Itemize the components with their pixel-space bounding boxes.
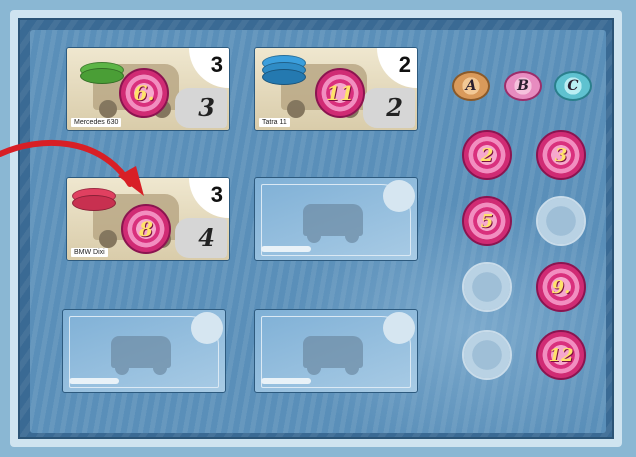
engine-number: 2 — [386, 93, 403, 122]
value-disk[interactable]: 12 — [536, 330, 586, 380]
empty-disk-slot[interactable] — [462, 262, 512, 312]
car-silhouette-icon — [303, 204, 363, 236]
slot-corner-circle — [191, 312, 223, 344]
car-name-label: BMW Dixi — [71, 248, 108, 257]
slot-corner-circle — [383, 180, 415, 212]
car-name-label: Mercedes 630 — [71, 118, 121, 127]
letter-chip-c[interactable]: C — [554, 71, 592, 101]
car-silhouette-icon — [303, 336, 363, 368]
car-silhouette-icon — [111, 336, 171, 368]
letter-chip-b[interactable]: B — [504, 71, 542, 101]
slot-label-bar — [261, 246, 311, 252]
value-chip-number: 11 — [315, 68, 365, 118]
player-token-blue[interactable] — [262, 69, 306, 85]
car-card-mercedes[interactable]: 3 3 6. Mercedes 630 — [66, 47, 230, 131]
letter-chip-label: C — [567, 78, 578, 94]
value-chip-number: 6. — [119, 68, 169, 118]
value-disk[interactable]: 2 — [462, 130, 512, 180]
empty-card-slot[interactable] — [62, 309, 226, 393]
letter-chip-label: A — [466, 78, 477, 94]
engine-number: 4 — [198, 223, 215, 252]
car-name-label: Tatra 11 — [259, 118, 290, 127]
empty-disk-slot[interactable] — [462, 330, 512, 380]
slot-corner-circle — [383, 312, 415, 344]
value-chip-number: 8 — [121, 204, 171, 254]
red-arrow-icon — [0, 136, 160, 206]
card-corner-number: 2 — [399, 52, 411, 78]
value-disk[interactable]: 5 — [462, 196, 512, 246]
value-disk[interactable]: 9. — [536, 262, 586, 312]
empty-disk-slot[interactable] — [536, 196, 586, 246]
card-corner-number: 3 — [211, 182, 223, 208]
engine-number: 3 — [198, 93, 215, 122]
letter-chip-label: B — [517, 78, 529, 94]
player-token-green[interactable] — [80, 68, 124, 84]
slot-label-bar — [69, 378, 119, 384]
empty-card-slot[interactable] — [254, 177, 418, 261]
card-corner-number: 3 — [211, 52, 223, 78]
letter-chip-a[interactable]: A — [452, 71, 490, 101]
value-disk[interactable]: 3 — [536, 130, 586, 180]
empty-card-slot[interactable] — [254, 309, 418, 393]
slot-label-bar — [261, 378, 311, 384]
